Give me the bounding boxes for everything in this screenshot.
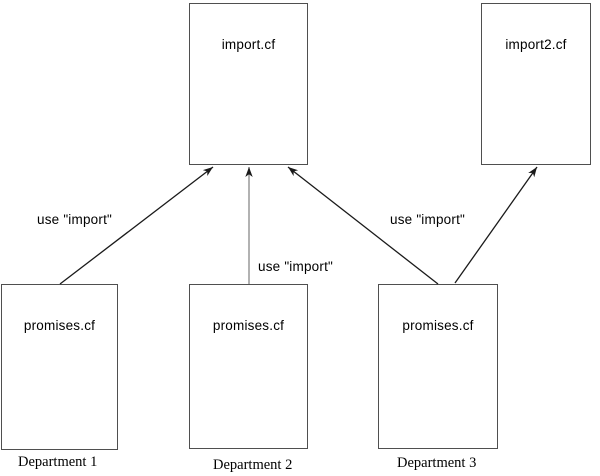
edge-label-use-import-2: use "import": [258, 259, 334, 274]
caption-department-1: Department 1: [18, 454, 98, 470]
node-promises-cf-dept3: promises.cf: [378, 284, 498, 449]
node-import-cf: import.cf: [189, 3, 308, 165]
node-label: import2.cf: [505, 37, 567, 52]
node-label: promises.cf: [212, 318, 285, 333]
caption-department-2: Department 2: [213, 457, 293, 473]
node-label: import.cf: [221, 37, 276, 52]
node-import2-cf: import2.cf: [481, 3, 591, 165]
edge-label-use-import-3: use "import": [390, 212, 466, 227]
node-promises-cf-dept1: promises.cf: [1, 284, 118, 450]
caption-department-3: Department 3: [397, 455, 477, 471]
edge-label-use-import-1: use "import": [37, 212, 113, 227]
node-label: promises.cf: [23, 318, 96, 333]
edge-promises3-to-import2: [454, 166, 538, 284]
node-label: promises.cf: [402, 318, 474, 333]
node-promises-cf-dept2: promises.cf: [189, 284, 308, 449]
